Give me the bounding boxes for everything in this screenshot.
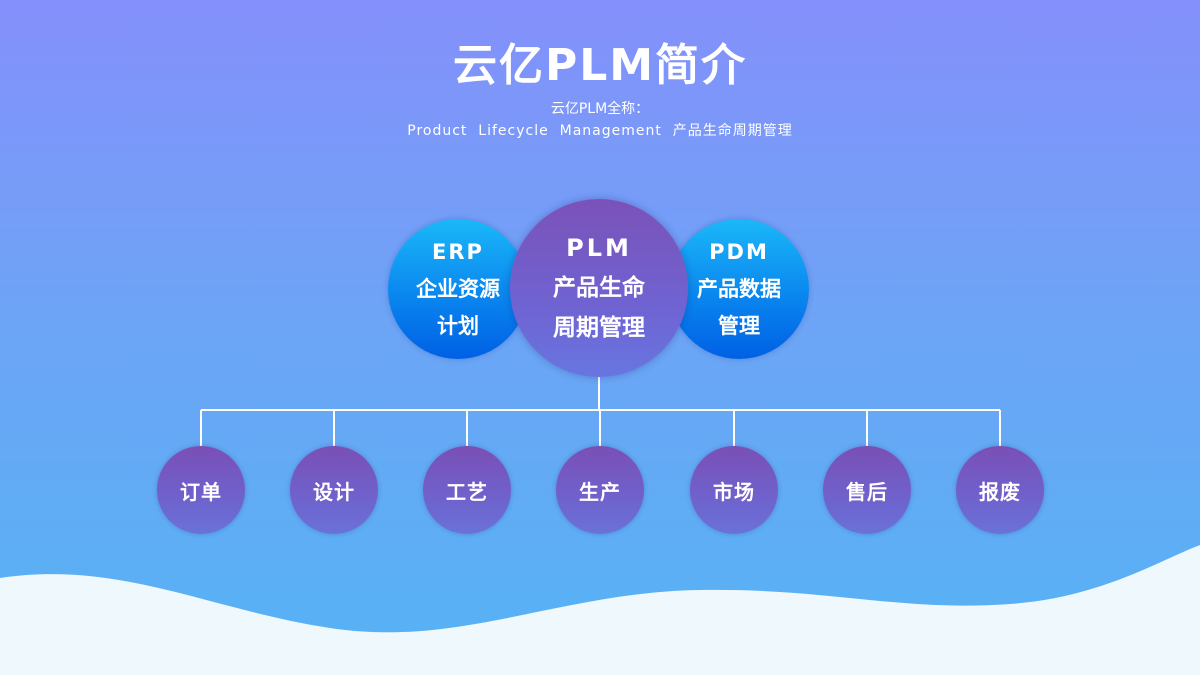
plm-node-label-1: 产品生命 (553, 275, 645, 301)
pdm-node: PDM 产品数据 管理 (669, 219, 809, 359)
stage-node-production: 生产 (556, 446, 644, 534)
stage-label: 订单 (180, 479, 222, 504)
stage-node-market: 市场 (690, 446, 778, 534)
stage-label: 报废 (979, 479, 1021, 504)
erp-node: ERP 企业资源 计划 (388, 219, 528, 359)
page-title: 云亿PLM简介 (452, 40, 748, 91)
erp-node-label-1: 企业资源 (416, 276, 500, 301)
stage-label: 市场 (713, 479, 755, 504)
pdm-node-label-2: 管理 (718, 313, 760, 338)
erp-node-label-2: 计划 (437, 313, 479, 338)
stage-node-design: 设计 (290, 446, 378, 534)
plm-node: PLM 产品生命 周期管理 (510, 199, 688, 377)
stage-node-order: 订单 (157, 446, 245, 534)
subtitle-fullname-label: 云亿PLM全称： (550, 101, 650, 117)
stage-label: 设计 (313, 479, 355, 504)
stage-node-after-sales: 售后 (823, 446, 911, 534)
plm-node-label-2: 周期管理 (553, 315, 645, 341)
pdm-node-label-1: 产品数据 (697, 276, 781, 301)
stage-node-process: 工艺 (423, 446, 511, 534)
stage-node-scrap: 报废 (956, 446, 1044, 534)
wave-shape (0, 545, 1200, 675)
plm-node-abbr: PLM (566, 234, 632, 262)
stage-label: 生产 (579, 479, 621, 504)
subtitle-fullname: Product Lifecycle Management 产品生命周期管理 (407, 123, 793, 139)
stage-label: 售后 (846, 479, 888, 504)
pdm-node-abbr: PDM (709, 239, 769, 264)
stage-label: 工艺 (446, 479, 488, 504)
erp-node-abbr: ERP (432, 239, 484, 264)
